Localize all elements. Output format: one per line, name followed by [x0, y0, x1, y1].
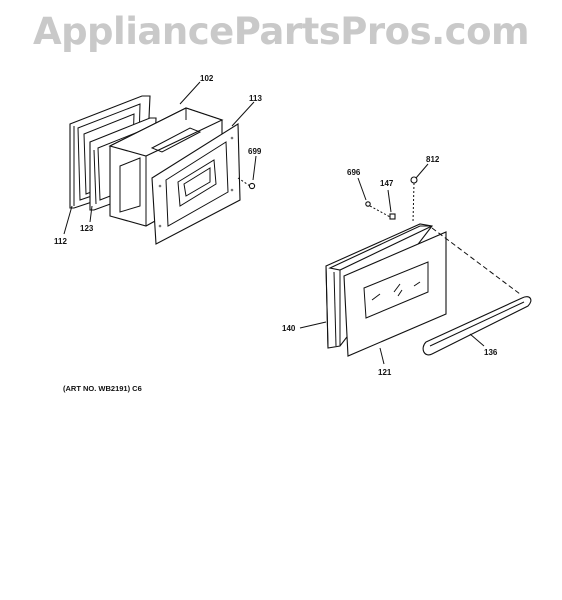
watermark-logo: AppliancePartsPros.com [32, 10, 530, 53]
callout-121: 121 [378, 368, 392, 377]
part-812-screw [410, 176, 418, 223]
part-121-glass-panel [343, 231, 447, 357]
part-136-door-handle [422, 296, 532, 356]
outer-door-assembly [299, 163, 532, 365]
callout-112: 112 [54, 237, 67, 246]
callout-102: 102 [200, 74, 214, 83]
callout-812: 812 [426, 155, 440, 164]
callout-136: 136 [484, 348, 498, 357]
art-number-caption: (ART NO. WB2191) C6 [63, 384, 142, 393]
part-113-back-panel [151, 123, 241, 245]
callout-123: 123 [80, 224, 94, 233]
inner-door-assembly [63, 81, 257, 245]
callout-147: 147 [380, 179, 394, 188]
part-147-clip [389, 213, 396, 220]
part-699-screw [237, 177, 256, 190]
callout-696: 696 [347, 168, 361, 177]
callout-140: 140 [282, 324, 296, 333]
callout-113: 113 [249, 94, 262, 103]
callout-699: 699 [248, 147, 262, 156]
part-696-screw [365, 201, 393, 219]
